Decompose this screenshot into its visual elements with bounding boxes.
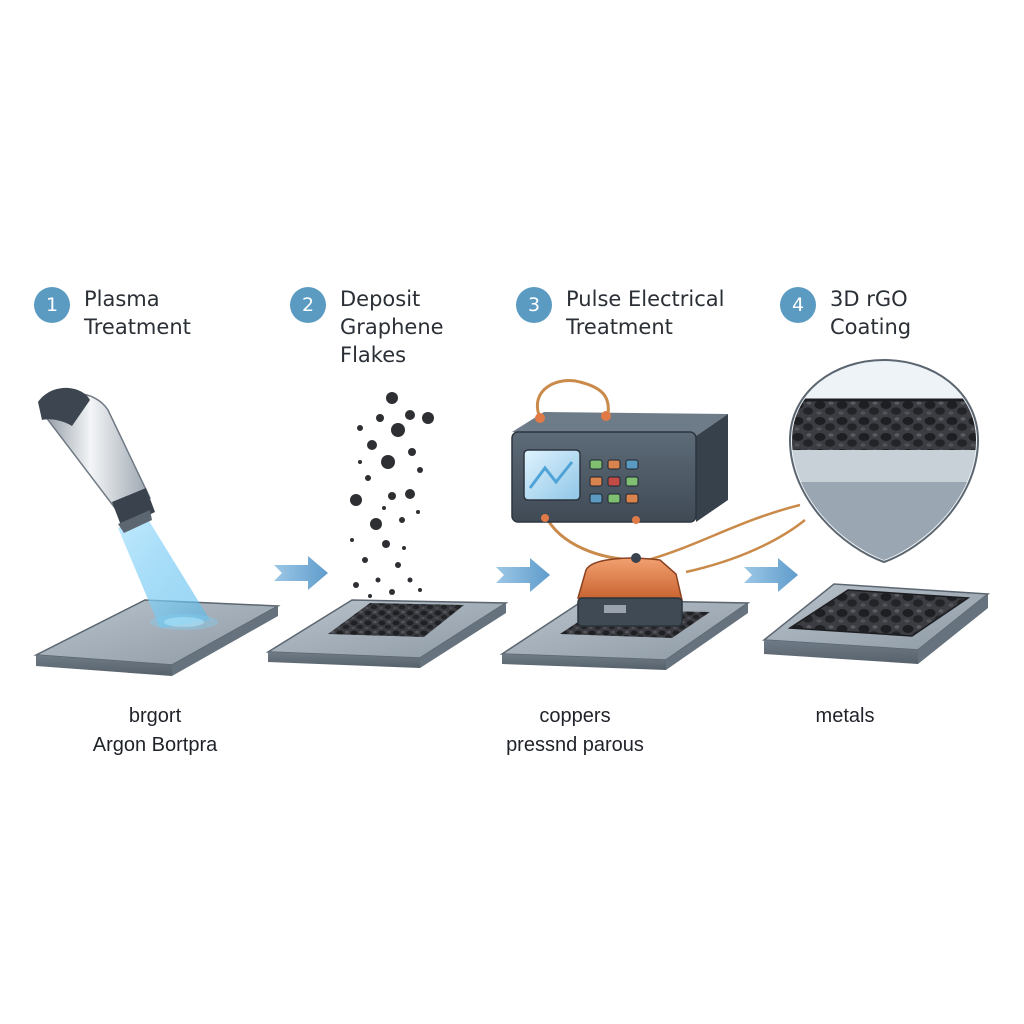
electrode-icon (577, 553, 683, 627)
caption-1-line-2: Argon Bortpra (92, 734, 218, 756)
coating-scene (762, 358, 990, 664)
step-1: 1 Plasma Treatment (34, 285, 191, 341)
graphene-deposit-scene (265, 392, 509, 668)
step-4: 4 3D rGO Coating (780, 285, 911, 341)
graphene-flakes-icon (350, 392, 434, 598)
caption-1-line-1: brgort (128, 705, 182, 727)
plasma-treatment-scene (33, 387, 281, 676)
plasma-torch-icon (38, 387, 155, 533)
process-arrow-icon (744, 558, 798, 592)
caption-3-line-2: pressnd parous (506, 734, 644, 756)
pulse-treatment-scene (499, 379, 806, 670)
step-3-badge: 3 (516, 287, 552, 323)
caption-3: coppers pressnd parous (470, 702, 680, 760)
coating-magnifier-icon (788, 358, 980, 564)
caption-3-line-1: coppers (539, 705, 611, 727)
step-4-badge: 4 (780, 287, 816, 323)
step-2-badge: 2 (290, 287, 326, 323)
step-3-title: Pulse Electrical Treatment (566, 287, 725, 339)
process-arrow-icon (496, 558, 550, 592)
pulse-generator-icon (511, 411, 728, 524)
step-1-badge: 1 (34, 287, 70, 323)
step-2-title: Deposit Graphene Flakes (340, 287, 444, 367)
step-4-title: 3D rGO Coating (830, 287, 912, 339)
caption-1: brgort Argon Bortpra (40, 702, 270, 760)
caption-4-line-1: metals (815, 705, 875, 727)
caption-4: metals (780, 702, 910, 731)
step-3: 3 Pulse Electrical Treatment (516, 285, 725, 341)
step-2: 2 Deposit Graphene Flakes (290, 285, 444, 369)
step-1-title: Plasma Treatment (84, 287, 191, 339)
process-arrow-icon (274, 556, 328, 590)
plasma-beam (118, 516, 210, 628)
